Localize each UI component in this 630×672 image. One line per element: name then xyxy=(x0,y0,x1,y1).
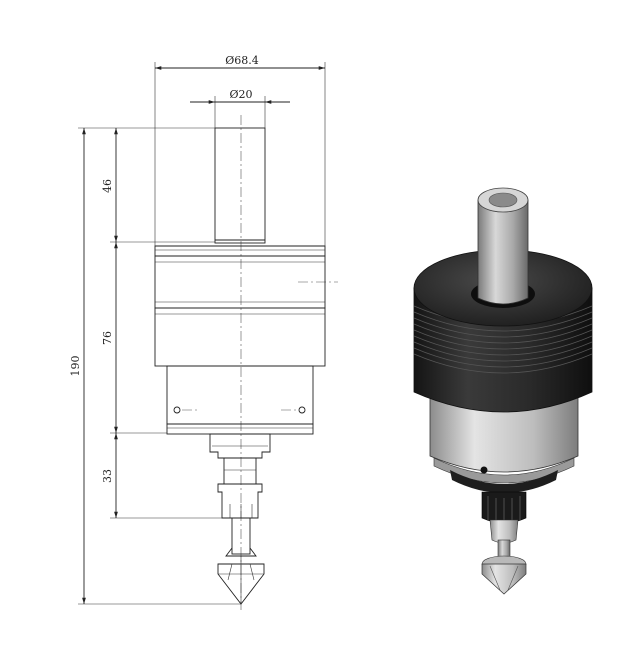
render-shank xyxy=(477,199,529,305)
dim-body-length-label: 76 xyxy=(101,331,114,345)
tool-stem-outline xyxy=(231,517,251,555)
body-sleeve-outline xyxy=(154,307,326,367)
collet-outline xyxy=(217,483,263,519)
render-countersink-cutter xyxy=(481,563,527,595)
set-screw-right xyxy=(298,406,306,414)
render-set-screw xyxy=(480,466,488,474)
dimensions: Ø68.4 Ø20 190 46 76 33 xyxy=(69,54,326,605)
render-collet xyxy=(489,519,519,544)
render-metal-sleeve xyxy=(429,391,579,473)
body-top-ring xyxy=(154,245,326,257)
bottom-flange xyxy=(166,423,314,435)
dim-total-length-label: 190 xyxy=(69,356,82,377)
dim-tip-length-label: 33 xyxy=(101,469,114,483)
dim-outer-diameter-label: Ø68.4 xyxy=(225,54,259,67)
side-view xyxy=(154,115,338,610)
dim-shank-length-label: 46 xyxy=(101,179,114,193)
set-screw-left xyxy=(173,406,181,414)
isometric-render xyxy=(413,187,593,595)
collet-nut-outline xyxy=(209,433,271,459)
lower-housing-outline xyxy=(166,365,314,425)
countersink-cutter-outline xyxy=(217,563,265,605)
dim-shank-diameter-label: Ø20 xyxy=(229,88,252,101)
shank-outline xyxy=(214,127,266,244)
